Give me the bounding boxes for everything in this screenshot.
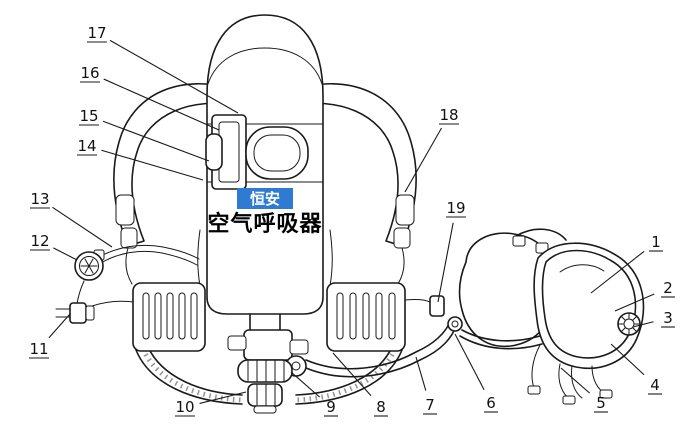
callout-number-3: 3 <box>663 309 673 327</box>
plug-body <box>69 302 87 324</box>
waist-pads <box>132 282 406 352</box>
callout-number-16: 16 <box>80 64 99 82</box>
product-label: 空气呼吸器 <box>207 211 322 237</box>
callout-leader-13 <box>52 206 113 248</box>
callout-number-17: 17 <box>87 24 106 42</box>
callout-number-15: 15 <box>79 107 98 125</box>
mask-hose-outer <box>461 329 541 342</box>
callout-number-11: 11 <box>29 340 48 358</box>
callout-number-9: 9 <box>326 398 336 416</box>
callout-number-14: 14 <box>77 137 96 155</box>
callout-leader-17 <box>109 39 239 114</box>
strap-end-buckle <box>404 295 445 317</box>
visor-highlight <box>559 264 605 273</box>
callout-number-6: 6 <box>486 394 496 412</box>
callout-leader-1 <box>590 250 645 294</box>
mask-top-strap <box>515 228 567 241</box>
valve-body <box>243 329 293 361</box>
callout-number-4: 4 <box>650 376 660 394</box>
handwheel-lower <box>247 383 283 407</box>
callout-number-8: 8 <box>376 398 386 416</box>
callout-number-19: 19 <box>446 199 465 217</box>
callout-leader-16 <box>103 78 220 131</box>
callout-leader-12 <box>53 247 78 261</box>
breathing-hose-outer <box>305 323 458 378</box>
brand-label: 恒安 <box>250 190 280 208</box>
right-strap-loop <box>393 227 411 249</box>
cylinder-shoulder-line <box>207 47 323 85</box>
cam-lever <box>205 133 223 171</box>
harness-buckle-2 <box>535 242 549 254</box>
plug-hose <box>76 280 85 305</box>
callout-leader-3 <box>632 321 654 328</box>
callout-number-1: 1 <box>651 233 661 251</box>
callout-leader-4 <box>610 343 645 376</box>
left-strap-buckle <box>115 194 135 226</box>
callout-leader-2 <box>614 293 655 312</box>
gauge-dial <box>80 258 98 274</box>
callout-number-2: 2 <box>663 279 673 297</box>
callout-leader-5 <box>560 367 591 394</box>
breathing-hose-inner <box>305 319 452 370</box>
callout-leader-7 <box>415 356 427 391</box>
air-cylinder: 恒安 空气呼吸器 <box>205 14 324 315</box>
right-strap-buckle <box>395 194 415 226</box>
shoulder-straps <box>113 82 417 285</box>
face-mask-assembly <box>458 228 645 405</box>
callout-number-13: 13 <box>30 190 49 208</box>
cylinder-valve <box>227 313 309 414</box>
callout-leader-18 <box>404 127 443 193</box>
callout-leader-10 <box>199 391 247 404</box>
callout-number-5: 5 <box>596 394 606 412</box>
callout-leader-8 <box>332 352 372 397</box>
callout-number-7: 7 <box>425 396 435 414</box>
callout-leader-14 <box>101 149 204 181</box>
mask-hose-inner <box>459 335 543 350</box>
callout-leader-11 <box>48 313 71 339</box>
back-plate <box>197 229 333 287</box>
plug-connector <box>55 302 95 324</box>
gauge-hose <box>96 244 200 260</box>
hoses <box>76 244 463 378</box>
mask-side-port <box>617 312 641 336</box>
callout-number-18: 18 <box>439 106 458 124</box>
callout-number-12: 12 <box>30 232 49 250</box>
mask-body <box>533 242 645 369</box>
valve-right-port <box>289 339 309 355</box>
harness-buckle-1 <box>512 235 526 247</box>
brand-badge <box>237 188 293 209</box>
callout-leader-15 <box>102 120 210 162</box>
callout-leader-6 <box>454 333 485 390</box>
callout-number-10: 10 <box>175 398 194 416</box>
left-strap-loop <box>120 227 138 249</box>
callout-leader-9 <box>290 371 321 398</box>
valve-left-port <box>227 335 247 351</box>
callout-layer: 17 16 15 14 13 12 11 10 9 8 7 6 5 4 3 2 1 18 19 <box>29 24 675 417</box>
pressure-gauge <box>74 249 105 281</box>
mask-visor <box>541 249 637 359</box>
callout-leader-19 <box>437 222 454 303</box>
mask-hanging-straps <box>527 344 613 405</box>
handwheel <box>237 359 293 383</box>
